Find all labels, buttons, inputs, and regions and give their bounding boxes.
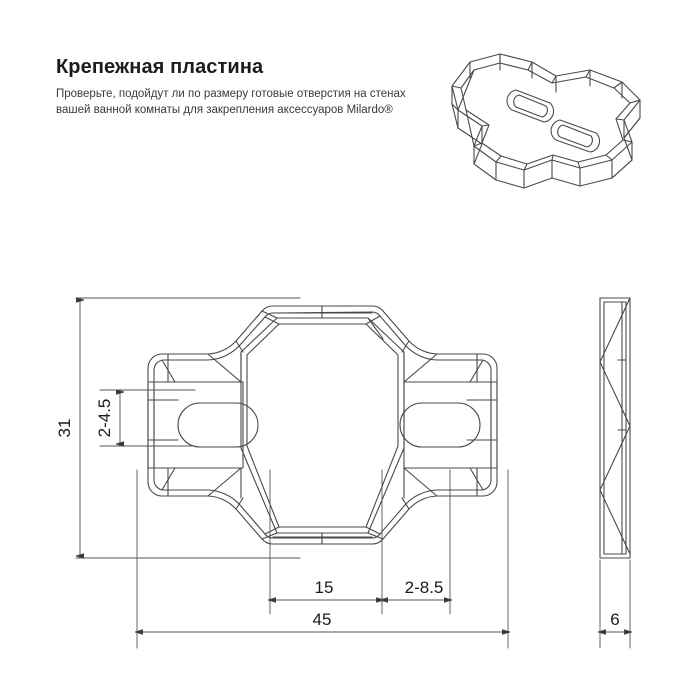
page-title: Крепежная пластина <box>56 56 264 78</box>
dimension-label-slot-height: 2-4.5 <box>95 399 114 438</box>
page-description: Проверьте, подойдут ли по размеру готовы… <box>56 86 416 118</box>
dimension-label-height: 31 <box>55 419 74 438</box>
description-line-2: вашей ванной комнаты для закрепления акс… <box>56 104 393 116</box>
dimension-label-slot-offset: 2-8.5 <box>405 578 444 597</box>
side-view <box>599 297 631 559</box>
dimension-lines <box>75 298 630 649</box>
dimension-label-width: 45 <box>313 610 332 629</box>
isometric-view <box>451 53 641 189</box>
dimension-label-center-width: 15 <box>315 578 334 597</box>
description-line-1: Проверьте, подойдут ли по размеру готовы… <box>56 88 406 100</box>
top-view <box>147 305 498 545</box>
dimension-label-thickness: 6 <box>610 610 619 629</box>
